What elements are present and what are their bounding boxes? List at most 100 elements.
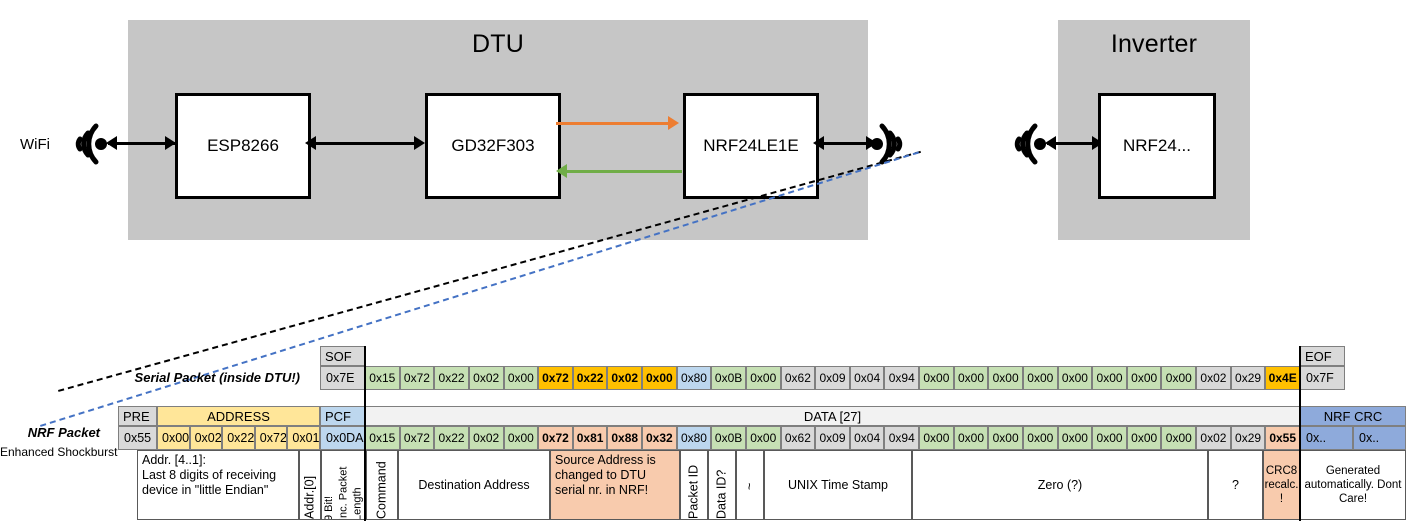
nrf-byte-10: 0x0B <box>711 426 746 450</box>
desc-unix-timestamp-text: UNIX Time Stamp <box>787 477 889 492</box>
desc-nrf-crc: Generated automatically. Dont Care! <box>1300 450 1406 520</box>
nrf-byte-6: 0x81 <box>572 426 608 450</box>
desc-crc8: CRC8 recalc. ! <box>1263 450 1300 520</box>
chip-gd32f303: GD32F303 <box>425 93 561 199</box>
serial-byte-20: 0x00 <box>1057 366 1093 390</box>
nrf-byte-8: 0x32 <box>642 426 677 450</box>
nrf-gd32-rx-arrow <box>556 164 567 178</box>
serial-byte-9: 0x80 <box>676 366 712 390</box>
desc-unix-timestamp: UNIX Time Stamp <box>764 450 912 520</box>
wifi-label: WiFi <box>20 136 50 153</box>
serial-sof-header: SOF <box>320 346 365 366</box>
nrf-crc-byte-1: 0x.. <box>1353 426 1406 450</box>
wifi-esp-arrow-left <box>106 136 117 150</box>
wifi-esp-arrow-right <box>165 136 176 150</box>
separator-sof <box>364 346 366 521</box>
nrf-crc-header: NRF CRC <box>1300 406 1406 426</box>
desc-pcf-c: Length <box>350 451 364 520</box>
dtu-title: DTU <box>472 30 524 58</box>
nrf-byte-21: 0x00 <box>1092 426 1127 450</box>
serial-byte-0: 0x15 <box>365 366 400 390</box>
nrf-byte-15: 0x94 <box>884 426 920 450</box>
serial-byte-18: 0x00 <box>988 366 1023 390</box>
nrf-byte-20: 0x00 <box>1057 426 1093 450</box>
nrf-gd32-rx-line <box>566 170 682 173</box>
esp-gd32-arrow-right <box>414 136 425 150</box>
nrf-addr-byte-1: 0x02 <box>189 426 223 450</box>
desc-source-address: Source Address is changed to DTU serial … <box>550 450 680 520</box>
inverter-title: Inverter <box>1110 30 1198 58</box>
serial-byte-11: 0x00 <box>745 366 781 390</box>
serial-eof-value: 0x7F <box>1300 366 1345 390</box>
desc-addr0: Addr.[0] <box>299 450 321 520</box>
gd32-nrf-tx-line <box>556 122 670 125</box>
inverter-enclosure: Inverter <box>1058 20 1250 240</box>
nrf-packet-label: NRF Packet <box>27 425 100 440</box>
nrf-antenna-arrow-left <box>813 136 824 150</box>
nrf-byte-2: 0x22 <box>434 426 469 450</box>
nrf-address-header: ADDRESS <box>157 406 320 426</box>
chip-esp8266-label: ESP8266 <box>207 136 279 155</box>
serial-sof-value: 0x7E <box>320 366 365 390</box>
serial-byte-8: 0x00 <box>642 366 677 390</box>
serial-byte-12: 0x62 <box>780 366 816 390</box>
nrf-byte-14: 0x04 <box>849 426 885 450</box>
desc-command: Command <box>366 450 398 520</box>
desc-question-text: ? <box>1232 477 1239 492</box>
desc-zero: Zero (?) <box>912 450 1208 520</box>
desc-addr0-text: Addr.[0] <box>302 475 317 519</box>
nrf-pcf-header: PCF <box>320 406 365 426</box>
nrf-antenna-link <box>824 142 872 145</box>
desc-tilde: ~ <box>736 450 764 520</box>
nrf-byte-7: 0x88 <box>607 426 643 450</box>
nrf-pcf-value: 0x0DA <box>320 426 365 450</box>
desc-data-id-text: Data ID? <box>714 469 729 519</box>
nrf-packet-sublabel: Enhanced Shockburst <box>0 445 118 459</box>
serial-byte-16: 0x00 <box>919 366 954 390</box>
desc-address-text: Addr. [4..1]: Last 8 digits of receiving… <box>142 453 277 497</box>
serial-byte-3: 0x02 <box>468 366 504 390</box>
serial-byte-25: 0x29 <box>1230 366 1266 390</box>
serial-byte-15: 0x94 <box>884 366 920 390</box>
nrf-byte-23: 0x00 <box>1161 426 1197 450</box>
dtu-radio-antenna-icon <box>871 123 903 165</box>
desc-pcf-a: 9 Bit! <box>322 451 337 520</box>
serial-byte-21: 0x00 <box>1092 366 1127 390</box>
nrf-byte-18: 0x00 <box>988 426 1023 450</box>
nrf-byte-4: 0x00 <box>503 426 539 450</box>
nrf-byte-24: 0x02 <box>1196 426 1231 450</box>
desc-crc8-text: CRC8 recalc. ! <box>1264 465 1299 505</box>
wifi-esp-link <box>108 142 176 145</box>
serial-byte-22: 0x00 <box>1126 366 1162 390</box>
serial-byte-2: 0x22 <box>434 366 469 390</box>
serial-byte-5: 0x72 <box>538 366 573 390</box>
serial-byte-17: 0x00 <box>953 366 989 390</box>
nrf-data-header: DATA [27] <box>365 406 1300 426</box>
chip-nrf24le1e-label: NRF24LE1E <box>703 136 799 155</box>
chip-gd32f303-label: GD32F303 <box>451 136 535 155</box>
serial-packet-label: Serial Packet (inside DTU!) <box>134 370 300 385</box>
nrf-byte-1: 0x72 <box>399 426 435 450</box>
separator-eof <box>1299 346 1301 521</box>
inverter-antenna-link <box>1047 142 1099 145</box>
serial-byte-10: 0x0B <box>711 366 746 390</box>
desc-packet-id-text: Packet ID <box>686 464 701 519</box>
desc-pcf-c-text: Length <box>351 487 364 520</box>
inverter-antenna-arrow-left <box>1045 136 1056 150</box>
nrf-byte-5: 0x72 <box>538 426 573 450</box>
desc-pcf-a-text: 9 Bit! <box>323 495 335 520</box>
nrf-byte-26: 0x55 <box>1265 426 1300 450</box>
serial-byte-26: 0x4E <box>1265 366 1300 390</box>
serial-byte-13: 0x09 <box>815 366 850 390</box>
nrf-byte-12: 0x62 <box>780 426 816 450</box>
desc-question: ? <box>1208 450 1263 520</box>
desc-pcf: 9 Bit! Inc. Packet Length <box>321 450 365 520</box>
inverter-antenna-arrow-right <box>1092 136 1103 150</box>
chip-nrf24-inverter: NRF24... <box>1098 93 1216 199</box>
serial-byte-7: 0x02 <box>607 366 643 390</box>
serial-byte-14: 0x04 <box>849 366 885 390</box>
nrf-byte-17: 0x00 <box>953 426 989 450</box>
nrf-addr-byte-4: 0x01 <box>287 426 320 450</box>
nrf-byte-19: 0x00 <box>1022 426 1058 450</box>
